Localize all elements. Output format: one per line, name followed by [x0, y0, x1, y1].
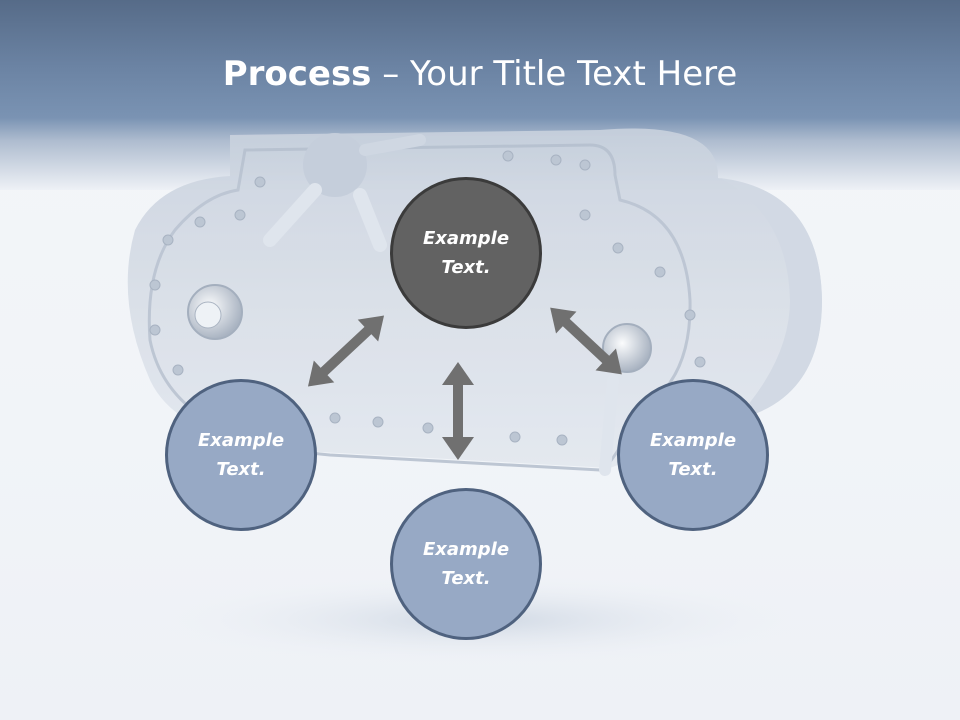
vault-handle [263, 133, 426, 252]
arrow-left-diagonal [307, 315, 385, 387]
left-node: Example Text. [165, 379, 317, 531]
center-node-text: Example Text. [422, 228, 510, 278]
vault-dial-left [187, 284, 243, 340]
rivets [149, 150, 706, 446]
title-keyword: Process [222, 54, 372, 94]
center-node: Example Text. [390, 177, 542, 329]
arrow-vertical [442, 362, 474, 460]
arrows [307, 307, 622, 460]
bottom-node: Example Text. [390, 488, 542, 640]
left-node-text: Example Text. [197, 430, 285, 480]
right-node-text: Example Text. [649, 430, 737, 480]
slide-title: Process – Your Title Text Here [0, 52, 960, 96]
arrow-right-diagonal [550, 307, 622, 375]
right-node: Example Text. [617, 379, 769, 531]
bottom-node-text: Example Text. [422, 539, 510, 589]
title-text: – Your Title Text Here [371, 54, 738, 94]
